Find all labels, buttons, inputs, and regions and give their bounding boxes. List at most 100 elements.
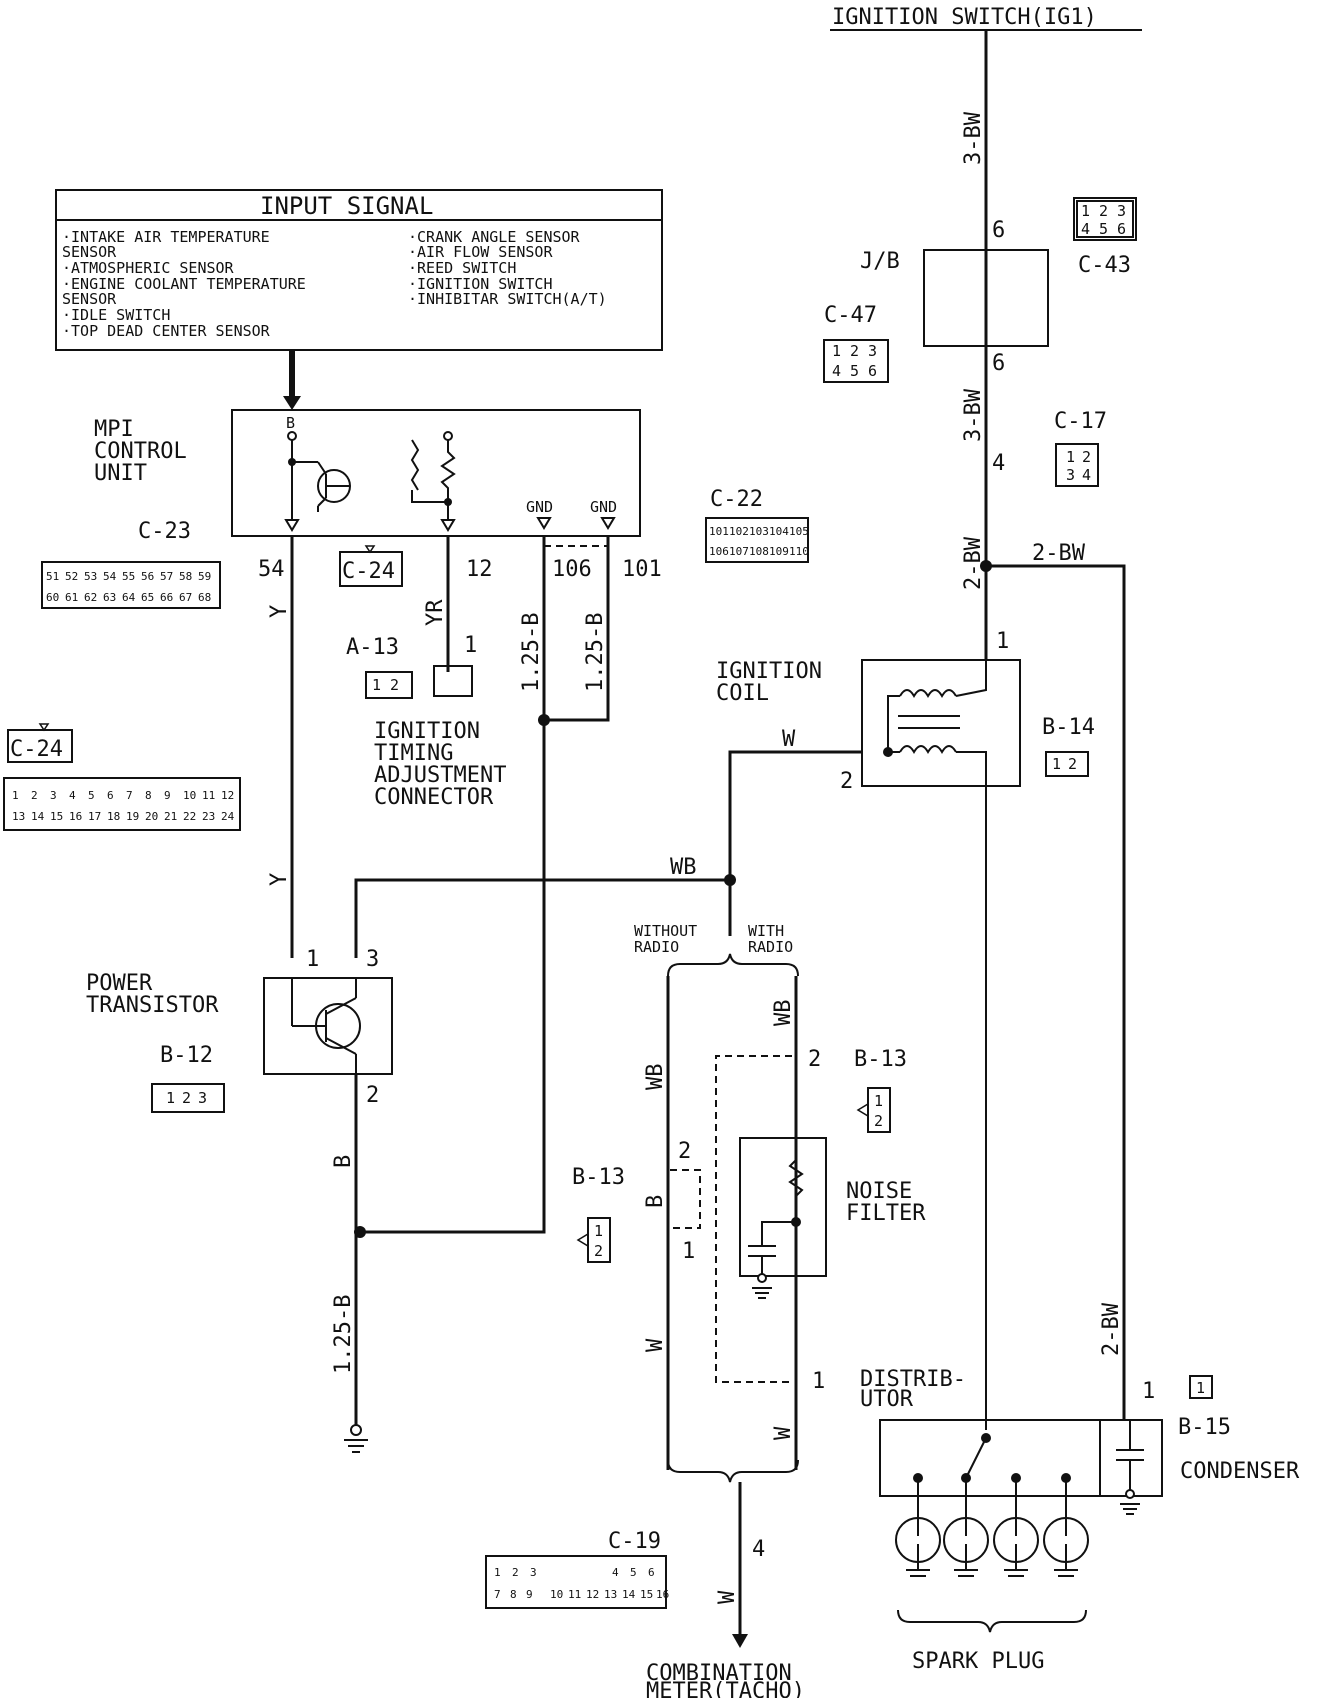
- svg-text:16: 16: [656, 1588, 669, 1601]
- svg-text:3: 3: [1066, 466, 1075, 484]
- svg-text:102: 102: [729, 525, 749, 538]
- noise-filter-label-2: FILTER: [846, 1201, 926, 1226]
- svg-text:8: 8: [145, 789, 152, 802]
- wire-label-125b-ground: 1.25-B: [331, 1295, 356, 1374]
- junction-transistor-gnd: [354, 1226, 366, 1238]
- input-signal-left-list: ·INTAKE AIR TEMPERATURE SENSOR ·ATMOSPHE…: [62, 228, 306, 340]
- gnd-label-106: GND: [526, 498, 553, 516]
- wire-label-w-left: W: [643, 1338, 668, 1352]
- connector-id-c17: C-17: [1054, 409, 1107, 434]
- mpi-control-unit: [231, 409, 641, 537]
- wire-label-2bw-left: 2-BW: [961, 536, 986, 590]
- timing-label-4: CONNECTOR: [374, 785, 494, 810]
- svg-text:53: 53: [84, 570, 97, 583]
- connector-id-a13: A-13: [346, 635, 399, 660]
- wire-label-yr: YR: [423, 599, 448, 626]
- condenser-symbol: [1116, 1420, 1144, 1515]
- connector-id-b15: B-15: [1178, 1415, 1231, 1440]
- b13-left-dashed: [670, 1169, 701, 1229]
- connector-b12: 1 2 3: [151, 1083, 225, 1113]
- svg-text:8: 8: [510, 1588, 517, 1601]
- svg-text:60: 60: [46, 591, 59, 604]
- svg-text:12: 12: [586, 1588, 599, 1601]
- connector-c19: 1 2 3 4 5 6 7 8 9 10 11 12 13 14 15 16: [485, 1555, 669, 1609]
- wire-label-w-coil: W: [782, 727, 796, 752]
- svg-text:13: 13: [12, 810, 25, 823]
- svg-text:106: 106: [709, 545, 729, 558]
- ground-symbol-transistor: [344, 1424, 368, 1453]
- pin-1-coil: 1: [996, 629, 1009, 654]
- input-signal-right-list: ·CRANK ANGLE SENSOR ·AIR FLOW SENSOR ·RE…: [408, 228, 607, 308]
- pin-1-noise-filter: 1: [812, 1369, 825, 1394]
- wire-label-w-right: W: [771, 1426, 796, 1440]
- wire-label-3bw-top: 3-BW: [961, 111, 986, 165]
- connector-b15: 1: [1189, 1375, 1213, 1399]
- mpi-pin-b: B: [286, 414, 295, 432]
- connector-c17: 1 2 3 4: [1055, 443, 1099, 487]
- pin-3-transistor: 3: [366, 947, 379, 972]
- svg-text:24: 24: [221, 810, 235, 823]
- svg-text:·ENGINE COOLANT TEMPERATURE: ·ENGINE COOLANT TEMPERATURE: [62, 275, 306, 293]
- svg-text:22: 22: [183, 810, 196, 823]
- wire-125b-106: [360, 536, 546, 1234]
- svg-text:17: 17: [88, 810, 101, 823]
- svg-text:4: 4: [1082, 466, 1091, 484]
- svg-text:107: 107: [729, 545, 749, 558]
- svg-text:2: 2: [31, 789, 38, 802]
- svg-text:108: 108: [749, 545, 769, 558]
- svg-text:5: 5: [630, 1566, 637, 1579]
- gnd-arrow-101: [600, 517, 616, 530]
- svg-text:14: 14: [622, 1588, 636, 1601]
- svg-text:21: 21: [164, 810, 177, 823]
- connector-c43: 1 2 3 4 5 6: [1073, 197, 1137, 241]
- coil-label-1: IGNITION: [716, 659, 822, 684]
- svg-text:1: 1: [1066, 448, 1075, 466]
- pin-4-c19: 4: [752, 1537, 765, 1562]
- connector-c47: 1 2 3 4 5 6: [823, 339, 889, 383]
- wire-label-wb-top: WB: [670, 855, 697, 880]
- connector-id-b14: B-14: [1042, 715, 1095, 740]
- pin-1-a13: 1: [464, 633, 477, 658]
- spark-plugs: [895, 1478, 1089, 1577]
- svg-text:101: 101: [709, 525, 729, 538]
- svg-text:3: 3: [50, 789, 57, 802]
- svg-text:·IDLE SWITCH: ·IDLE SWITCH: [62, 306, 170, 324]
- svg-text:7: 7: [126, 789, 133, 802]
- wire-label-b-transistor: B: [331, 1155, 356, 1168]
- pin-1-b15: 1: [1142, 1379, 1155, 1404]
- transistor-symbol: [291, 978, 361, 1074]
- svg-text:57: 57: [160, 570, 173, 583]
- svg-text:4: 4: [612, 1566, 619, 1579]
- svg-text:66: 66: [160, 591, 173, 604]
- svg-text:3: 3: [868, 342, 877, 360]
- spark-plug-label: SPARK PLUG: [912, 1649, 1044, 1674]
- svg-text:54: 54: [103, 570, 117, 583]
- svg-text:3: 3: [198, 1089, 207, 1107]
- svg-text:3: 3: [530, 1566, 537, 1579]
- svg-text:56: 56: [141, 570, 154, 583]
- svg-text:2: 2: [1082, 448, 1091, 466]
- svg-text:58: 58: [179, 570, 192, 583]
- wire-label-wb-right: WB: [771, 1000, 796, 1027]
- svg-text:·REED SWITCH: ·REED SWITCH: [408, 259, 516, 277]
- svg-text:6: 6: [868, 362, 877, 380]
- pin-6-jb-top: 6: [992, 218, 1005, 243]
- svg-text:SENSOR: SENSOR: [62, 243, 117, 261]
- timing-label-2: TIMING: [374, 741, 453, 766]
- ignition-coil-box: [861, 659, 1021, 787]
- svg-text:104: 104: [769, 525, 789, 538]
- svg-text:6: 6: [648, 1566, 655, 1579]
- svg-text:1: 1: [1196, 1379, 1205, 1397]
- svg-text:4: 4: [832, 362, 841, 380]
- timing-connector-body: [433, 665, 473, 697]
- wire-label-2bw-top: 2-BW: [1032, 541, 1086, 566]
- radio-brace-top: [667, 953, 799, 977]
- input-signal-box: [55, 189, 663, 351]
- svg-text:5: 5: [850, 362, 859, 380]
- noise-filter-internal: [748, 1138, 804, 1299]
- power-transistor-box: [263, 977, 393, 1075]
- wire-label-b-left: B: [643, 1195, 668, 1208]
- svg-text:2: 2: [594, 1242, 603, 1260]
- svg-text:11: 11: [568, 1588, 581, 1601]
- pin-6-jb-bottom: 6: [992, 351, 1005, 376]
